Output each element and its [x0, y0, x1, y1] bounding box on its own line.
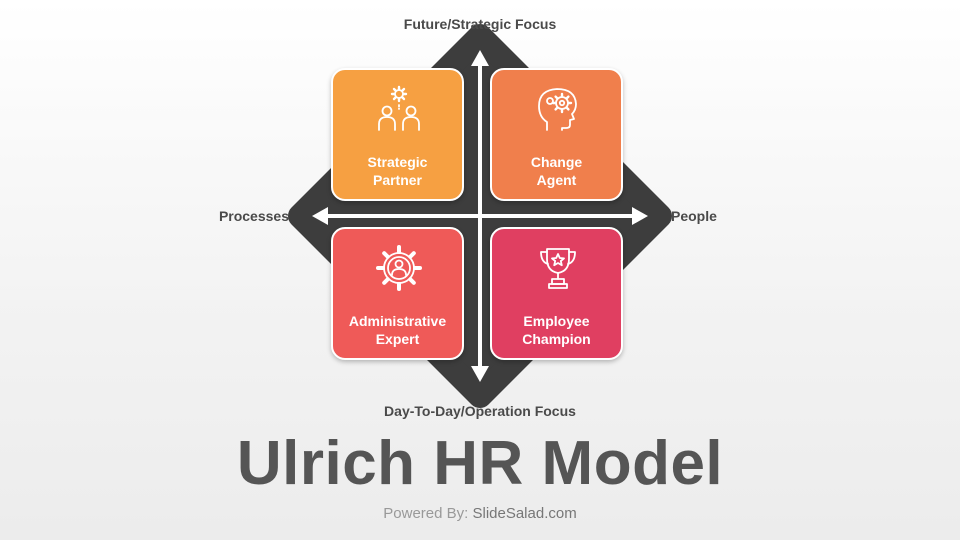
quadrant-employee-champion: Employee Champion: [490, 227, 623, 360]
gear-user-icon: [376, 245, 422, 291]
axis-label-bottom: Day-To-Day/Operation Focus: [384, 403, 576, 419]
axis-label-left: Processes: [218, 208, 289, 224]
slide-title: Ulrich HR Model: [236, 429, 724, 498]
quadrant-label: Administrative Expert: [348, 313, 447, 347]
quadrant-change-agent: Change Agent: [490, 68, 623, 201]
head-gears-icon: [538, 88, 577, 131]
horizontal-arrow: [312, 207, 648, 225]
quadrant-label: Employee Champion: [522, 313, 591, 347]
team-gear-icon: [378, 85, 420, 131]
axis-label-right: People: [671, 208, 717, 224]
quadrant-administrative-expert: Administrative Expert: [331, 227, 464, 360]
quadrant-strategic-partner: Strategic Partner: [331, 68, 464, 201]
credit-site-link[interactable]: SlideSalad.com: [472, 505, 577, 522]
powered-by-credit: Powered By: SlideSalad.com: [0, 505, 960, 522]
trophy-star-icon: [540, 248, 576, 289]
quadrant-label: Strategic Partner: [367, 154, 428, 188]
credit-prefix: Powered By:: [383, 505, 469, 522]
quadrant-label: Change Agent: [530, 154, 583, 188]
axis-label-top: Future/Strategic Focus: [403, 16, 557, 32]
